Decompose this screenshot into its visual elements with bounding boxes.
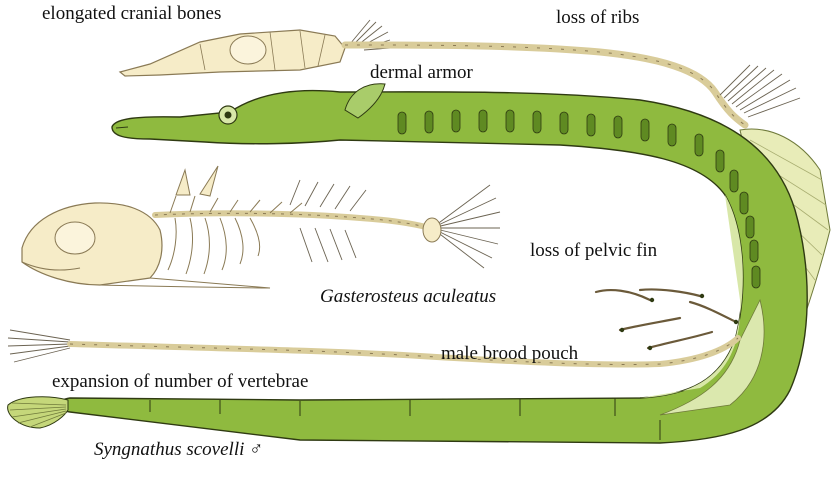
label-expansion-of-vertebrae: expansion of number of vertebrae: [52, 371, 309, 392]
pelvic-fin-larvae: [594, 288, 738, 350]
pipefish-outline: [58, 89, 808, 444]
pipefish-body: [7, 83, 831, 444]
vertebral-column-bottom-outline: [69, 337, 739, 366]
label-loss-of-ribs: loss of ribs: [556, 7, 640, 28]
stickleback-backbone-outline: [154, 212, 431, 229]
brood-pouch-region: [659, 298, 765, 416]
pipefish-caudal-fin: [7, 396, 69, 429]
stickleback-jaw: [21, 261, 271, 289]
pipefish-caudal-rays-top: [719, 64, 801, 118]
species-label-stickleback: Gasterosteus aculeatus: [320, 286, 497, 307]
stickleback-ribs: [167, 217, 261, 275]
pipefish-pupil: [224, 111, 232, 119]
skull-plates: [199, 30, 326, 71]
pelvic-fin-larvae-eyes: [619, 293, 739, 351]
pipefish-caudal-rays-bottom: [7, 329, 71, 363]
vertebral-column-bottom: [67, 335, 741, 368]
tail-segment-lines: [149, 398, 661, 440]
pipefish-skeleton-top: [118, 19, 801, 129]
stickleback-backbone: [152, 210, 433, 231]
stickleback-neural-spines: [169, 195, 303, 214]
dorsal-spine-1: [175, 168, 191, 196]
stickleback-fin-rays: [289, 179, 367, 263]
caudal-fin-rays: [9, 402, 67, 428]
label-loss-of-pelvic-fin: loss of pelvic fin: [530, 240, 658, 261]
vertebral-column-top-outline: [344, 44, 746, 126]
dorsal-spine-2: [199, 165, 219, 197]
pipefish-pectoral-fin: [344, 83, 386, 119]
pipefish-belly-band: [640, 195, 743, 398]
stickleback-skeleton: [21, 165, 501, 289]
skull-orbit: [229, 35, 267, 65]
label-dermal-armor: dermal armor: [370, 62, 473, 83]
pipefish-skeleton-bottom: [7, 329, 741, 368]
label-elongated-cranial-bones: elongated cranial bones: [42, 3, 222, 24]
dermal-armor-rings: [397, 109, 761, 289]
label-male-brood-pouch: male brood pouch: [441, 343, 579, 364]
species-label-pipefish: Syngnathus scovelli ♂: [94, 439, 264, 460]
pipefish-mouth: [115, 126, 129, 129]
stickleback-caudal-base: [422, 217, 442, 243]
stickleback-caudal-rays: [431, 184, 501, 269]
stickleback-orbit: [54, 221, 96, 255]
